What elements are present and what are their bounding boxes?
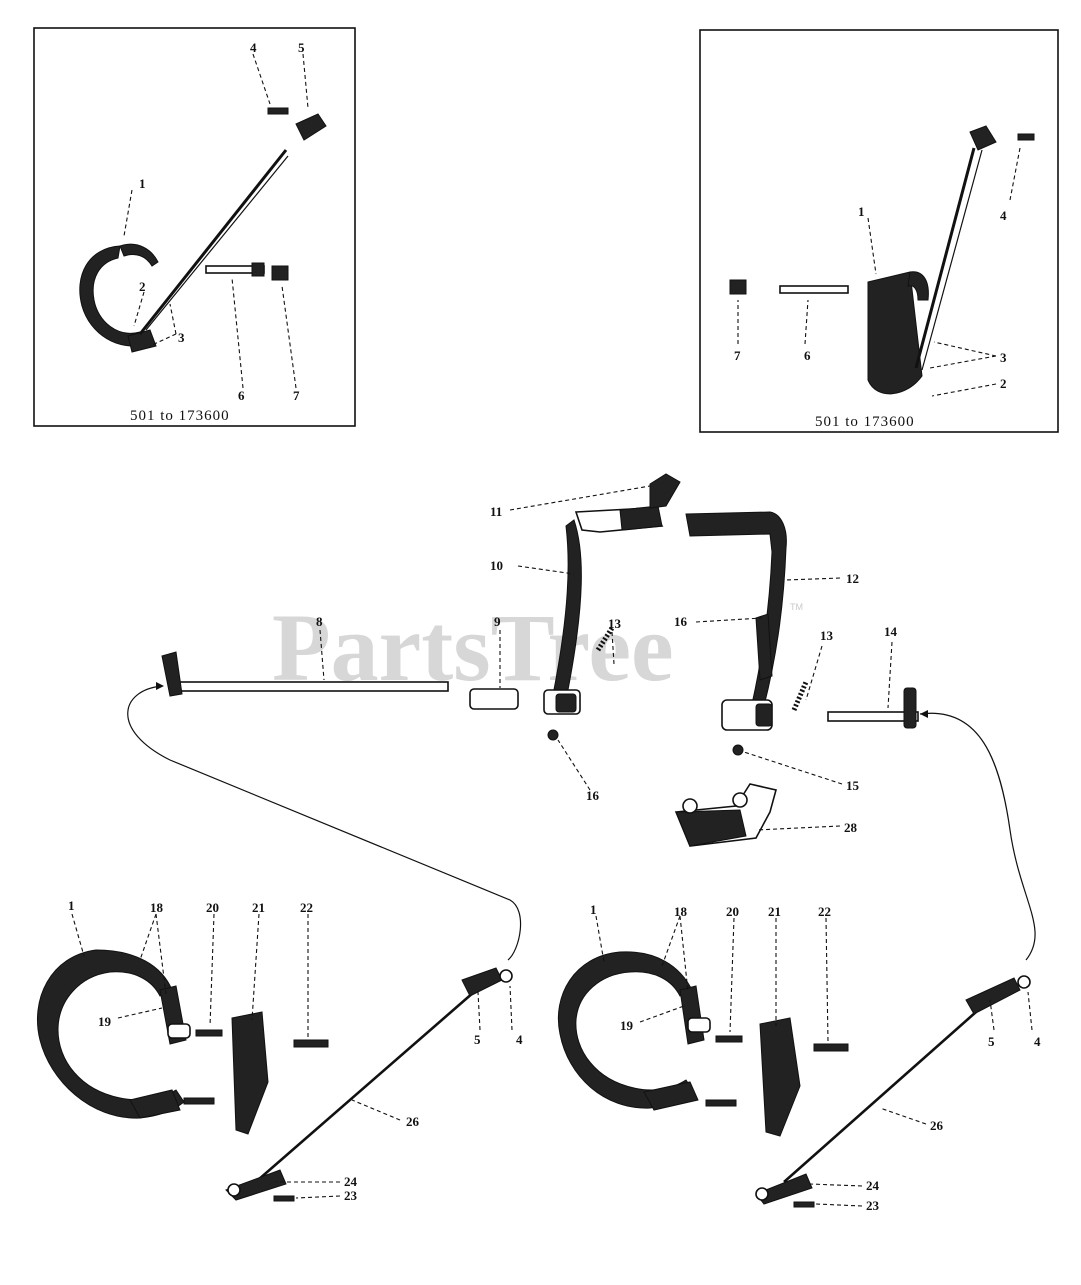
brake-assembly-left: 1 18 19 20 21 22 4 5 26 24 23 xyxy=(36,898,523,1203)
lever-21-right xyxy=(759,1017,801,1137)
inset-right-label-6: 6 xyxy=(804,348,811,363)
grease-fitting-right xyxy=(732,744,744,756)
lower-left-label-5: 5 xyxy=(474,1032,481,1047)
routing-line-left xyxy=(127,685,522,961)
inset-right: 1 2 3 4 6 7 501 to 173600 xyxy=(699,29,1059,433)
inset-left-caption: 501 to 173600 xyxy=(130,408,230,424)
inset-left-pin xyxy=(267,107,289,115)
lower-right-label-26: 26 xyxy=(930,1118,944,1133)
return-spring-right xyxy=(791,681,809,711)
inset-right-label-4: 4 xyxy=(1000,208,1007,223)
brake-assembly-right: 1 18 19 20 21 22 4 5 26 24 23 xyxy=(557,902,1041,1213)
lower-right-label-23: 23 xyxy=(866,1198,880,1213)
brake-band-left xyxy=(36,949,191,1119)
label-11: 11 xyxy=(490,504,502,519)
inset-right-label-2: 2 xyxy=(1000,376,1007,391)
lower-right-label-18: 18 xyxy=(674,904,688,919)
lower-left-label-4: 4 xyxy=(516,1032,523,1047)
bushing xyxy=(469,688,519,710)
routing-line-right xyxy=(919,712,1036,961)
lower-right-label-5: 5 xyxy=(988,1034,995,1049)
return-spring-left xyxy=(595,626,615,652)
pin-23-right xyxy=(793,1201,815,1208)
inset-left: 1 2 3 4 5 6 7 501 to 173600 xyxy=(33,27,356,427)
label-13-right: 13 xyxy=(820,628,834,643)
lower-right-label-20: 20 xyxy=(726,904,739,919)
pin-22-right xyxy=(813,1043,849,1052)
lower-left-label-23: 23 xyxy=(344,1188,358,1203)
right-cross-shaft xyxy=(827,687,919,729)
pin-lower-left xyxy=(183,1097,215,1105)
inset-right-label-3: 3 xyxy=(1000,350,1007,365)
inset-left-rod xyxy=(138,149,288,335)
label-15: 15 xyxy=(846,778,860,793)
pin-22-left xyxy=(293,1039,329,1048)
left-brake-pedal xyxy=(543,473,681,715)
inset-left-frame xyxy=(33,27,356,427)
inset-left-label-7: 7 xyxy=(293,388,300,403)
inset-left-label-2: 2 xyxy=(139,279,146,294)
inset-right-caption: 501 to 173600 xyxy=(815,414,915,430)
inset-right-clevis xyxy=(969,125,997,151)
inset-left-label-1: 1 xyxy=(139,176,146,191)
inset-right-pin xyxy=(1017,133,1035,141)
lever-21-left xyxy=(231,1011,269,1135)
label-16-left: 16 xyxy=(586,788,600,803)
lower-left-label-26: 26 xyxy=(406,1114,420,1129)
inset-left-sleeve xyxy=(271,265,289,281)
rod-26-right xyxy=(783,1011,977,1183)
lower-left-label-22: 22 xyxy=(300,900,313,915)
watermark-trademark: TM xyxy=(790,602,803,612)
inset-left-clevis xyxy=(295,113,327,141)
inset-right-rod xyxy=(914,147,976,369)
inset-right-label-7: 7 xyxy=(734,348,741,363)
lower-left-label-1: 1 xyxy=(68,898,75,913)
label-6-cross-shaft: 6 xyxy=(316,600,323,615)
pedal-assembly: 8 9 10 11 12 13 13 14 15 16 16 28 xyxy=(161,473,919,847)
lower-right-label-22: 22 xyxy=(818,904,831,919)
inset-right-label-1: 1 xyxy=(858,204,865,219)
lower-left-label-18: 18 xyxy=(150,900,164,915)
pin-lower-right xyxy=(705,1099,737,1107)
label-14: 14 xyxy=(884,624,898,639)
label-10: 10 xyxy=(490,558,503,573)
label-9-bushing: 9 xyxy=(494,614,501,629)
label-13-left: 13 xyxy=(608,616,622,631)
brake-band-right xyxy=(557,951,711,1111)
inset-left-label-5: 5 xyxy=(298,40,305,55)
label-16-right: 16 xyxy=(674,614,688,629)
pedal-mount-bracket xyxy=(674,783,777,847)
lower-left-label-21: 21 xyxy=(252,900,265,915)
pin-20-right xyxy=(715,1035,743,1043)
inset-left-brake-band xyxy=(79,243,159,353)
pin-23-left xyxy=(273,1195,295,1202)
inset-left-label-4: 4 xyxy=(250,40,257,55)
inset-right-sleeve xyxy=(729,279,747,295)
right-brake-pedal xyxy=(685,511,787,731)
cross-shaft xyxy=(161,651,449,697)
lower-right-label-1: 1 xyxy=(590,902,597,917)
pin-20-left xyxy=(195,1029,223,1037)
inset-right-long-pin xyxy=(779,285,849,294)
lower-right-label-24: 24 xyxy=(866,1178,880,1193)
lower-right-label-4: 4 xyxy=(1034,1034,1041,1049)
label-8: 8 xyxy=(316,614,323,629)
inset-right-brake-band xyxy=(867,271,929,395)
inset-left-label-3: 3 xyxy=(178,330,185,345)
label-12: 12 xyxy=(846,571,859,586)
grease-fitting-left xyxy=(547,729,559,741)
inset-right-frame xyxy=(699,29,1059,433)
lower-left-label-20: 20 xyxy=(206,900,219,915)
lower-right-label-19: 19 xyxy=(620,1018,634,1033)
inset-left-label-6: 6 xyxy=(238,388,245,403)
lower-left-label-24: 24 xyxy=(344,1174,358,1189)
lower-right-label-21: 21 xyxy=(768,904,781,919)
label-28: 28 xyxy=(844,820,858,835)
lower-left-label-19: 19 xyxy=(98,1014,112,1029)
rod-26-left xyxy=(257,991,475,1181)
